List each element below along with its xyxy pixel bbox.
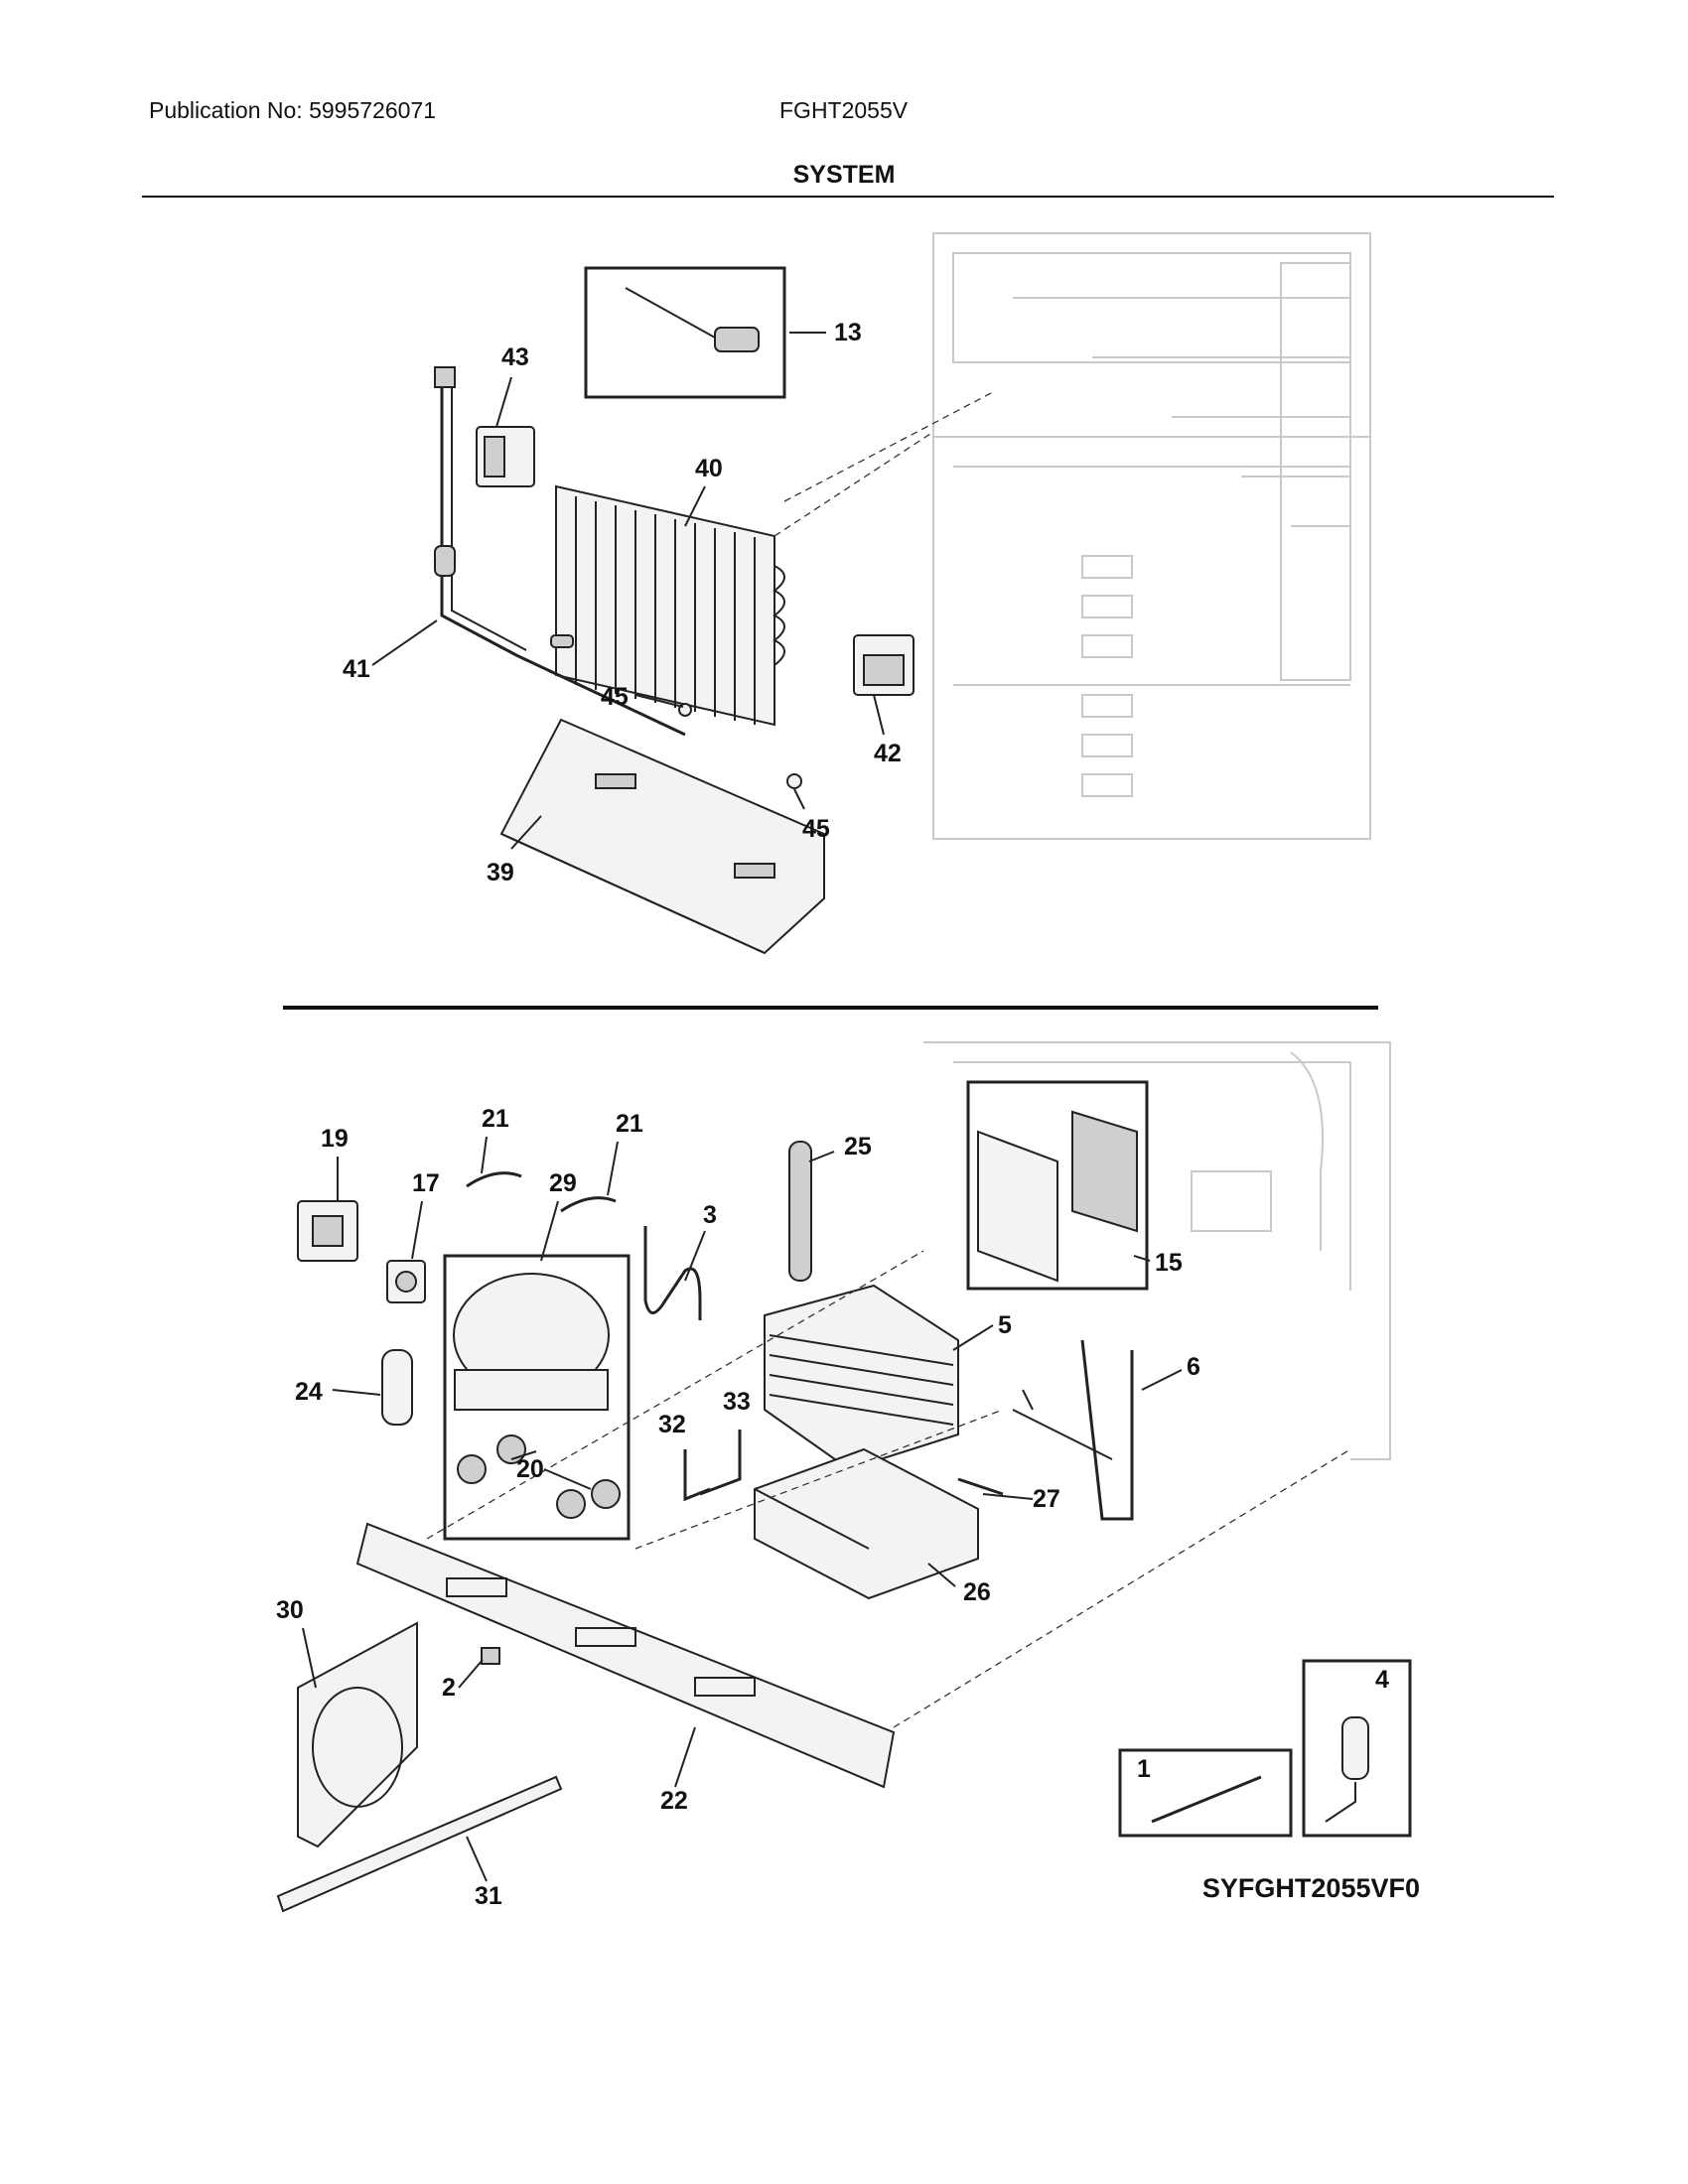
callout-19: 19: [321, 1125, 349, 1153]
callout-20: 20: [516, 1455, 544, 1483]
fan-shroud-part: [297, 1621, 418, 1848]
drier-part: [381, 1349, 413, 1426]
callout-40: 40: [695, 455, 723, 482]
evaporator-cover-part: [499, 718, 825, 955]
callout-30: 30: [276, 1596, 304, 1624]
section-divider: [283, 1006, 1378, 1010]
callout-43: 43: [501, 343, 529, 371]
cabinet-outline-bottom: [923, 1041, 1391, 1460]
callout-17: 17: [412, 1169, 440, 1197]
tube-part: [643, 1226, 702, 1320]
callout-26: 26: [963, 1578, 991, 1606]
callout-41: 41: [343, 655, 370, 683]
callout-5: 5: [998, 1311, 1012, 1339]
clip-parts: [550, 634, 802, 789]
evaporator-part: [555, 484, 785, 727]
cabinet-door-bins: [1081, 555, 1133, 797]
overload-part: [386, 1260, 426, 1303]
header-rule: [142, 196, 1554, 198]
callout-33: 33: [723, 1388, 751, 1416]
callout-42: 42: [874, 740, 902, 767]
callout-32: 32: [658, 1411, 686, 1438]
cabinet-outline-top: [932, 232, 1371, 840]
callout-15: 15: [1155, 1249, 1183, 1277]
callout-31: 31: [475, 1882, 502, 1910]
small-clip-part: [481, 1647, 500, 1665]
callout-4: 4: [1375, 1666, 1389, 1694]
compressor-inset-box: [443, 1254, 631, 1541]
callout-39: 39: [487, 859, 514, 887]
publication-number: Publication No: 5995726071: [149, 97, 437, 123]
start-relay-part: [297, 1200, 358, 1262]
callout-45a: 45: [601, 683, 629, 711]
control-relay-part: [853, 634, 914, 696]
callout-labels: 13 43 40 41 45 42 45 39 19 21 21 17 29 3…: [276, 319, 1389, 1910]
callout-25: 25: [844, 1133, 872, 1160]
base-rail-part: [355, 1522, 896, 1789]
sensor-inset-box: [584, 266, 786, 399]
model-number: FGHT2055V: [779, 97, 909, 123]
diagram-code: SYFGHT2055VF0: [1201, 1873, 1420, 1903]
callout-24: 24: [295, 1378, 323, 1406]
wiring-harness-part: [1012, 1339, 1134, 1521]
wire-harness-part: [434, 366, 686, 737]
callout-1: 1: [1137, 1755, 1151, 1783]
bracket-parts: [683, 1430, 1004, 1502]
callout-29: 29: [549, 1169, 577, 1197]
drain-pan-part: [754, 1447, 979, 1600]
callout-21b: 21: [616, 1110, 643, 1138]
callout-6: 6: [1187, 1353, 1200, 1381]
callout-13: 13: [834, 319, 862, 346]
callout-21a: 21: [482, 1105, 509, 1133]
page-title: SYSTEM: [792, 161, 896, 189]
accessory-drier-box: [1302, 1659, 1412, 1838]
callout-2: 2: [442, 1674, 456, 1702]
control-board-inset-box: [966, 1080, 1149, 1291]
callout-45b: 45: [802, 815, 830, 843]
callout-22: 22: [660, 1787, 688, 1815]
drain-hose-part: [788, 1141, 812, 1282]
grommet-parts: [466, 1171, 617, 1213]
cabinet-shelf-ribs: [1013, 297, 1350, 527]
accessory-tube-box: [1118, 1748, 1293, 1838]
leader-lines: [302, 332, 1183, 1882]
condenser-part: [764, 1284, 959, 1471]
callout-3: 3: [703, 1201, 717, 1229]
callout-27: 27: [1033, 1485, 1060, 1513]
rail-bar-part: [276, 1775, 563, 1913]
defrost-timer-part: [476, 426, 535, 487]
